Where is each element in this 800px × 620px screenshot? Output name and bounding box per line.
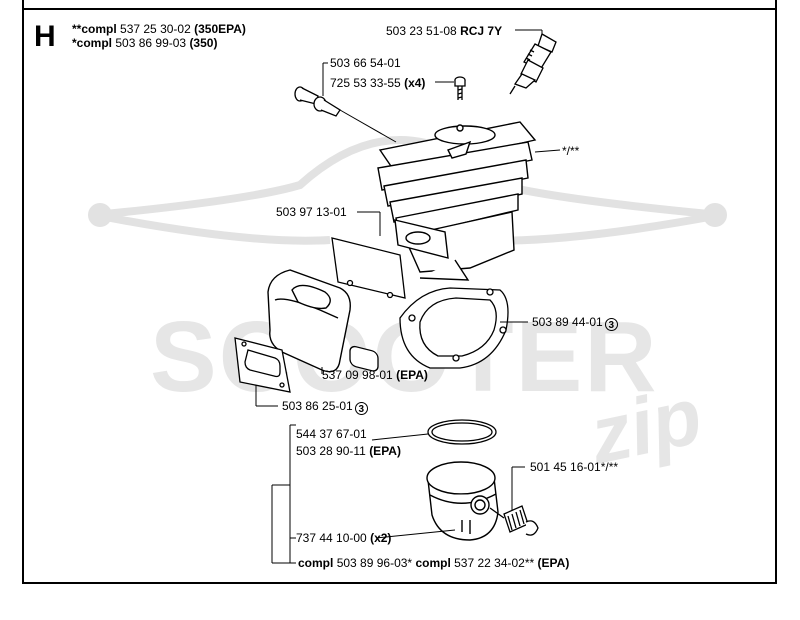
part-number: 503 89 44-01 [532,315,603,329]
inner-gasket-drawing [331,237,406,372]
piston-ring-drawing [427,419,497,445]
label-piston-kit[interactable]: compl 503 89 96-03* compl 537 22 34-02**… [298,556,569,570]
part-number: 503 28 90-11 [296,444,366,458]
part-number: 537 09 98-01 [322,368,393,382]
part-number: 503 66 54-01 [330,56,401,70]
part-number: 737 44 10-00 [296,531,367,545]
part-number: */** [562,144,580,158]
kit-prefix: **compl [72,22,117,36]
kit-prefix: *compl [72,36,113,50]
label-screw[interactable]: 725 53 33-55 (x4) [330,76,425,90]
diagram-frame [22,0,777,584]
quantity-badge: 3 [604,318,618,331]
outer-gasket-drawing [234,337,291,393]
spark-plug-drawing [509,33,557,95]
label-needle-bearing[interactable]: 501 45 16-01*/** [530,460,618,474]
part-number: 503 97 13-01 [276,205,347,219]
kit-suffix: (EPA) [537,556,570,570]
section-kit-line-1: **compl 537 25 30-02 (350EPA) [72,22,246,36]
label-piston-ring-1[interactable]: 544 37 67-01 [296,427,367,441]
exhaust-shield-drawing [267,269,351,373]
quantity-badge: 3 [354,402,368,415]
label-piston-ring-2[interactable]: 503 28 90-11 (EPA) [296,444,401,458]
kit-prefix: compl [298,556,334,570]
kit-prefix: compl [415,556,451,570]
kit-suffix: (350EPA) [194,22,246,36]
piston-drawing [426,461,499,541]
label-exhaust-shield[interactable]: 537 09 98-01 (EPA) [322,368,428,382]
decompression-valve-drawing [294,86,341,117]
part-number: 501 45 16-01*/** [530,460,619,474]
label-inner-gasket[interactable]: 503 97 13-01 [276,205,347,219]
part-suffix: (x2) [370,531,392,545]
part-suffix: (x4) [404,76,426,90]
screw-drawing [454,76,466,100]
section-kit-line-2: *compl 503 86 99-03 (350) [72,36,217,50]
cylinder-drawing [377,121,537,281]
part-suffix: (EPA) [369,444,401,458]
part-number: 503 23 51-08 [386,24,457,38]
part-number: 725 53 33-55 [330,76,401,90]
kit-number: 537 22 34-02** [454,556,535,570]
part-number: 503 86 25-01 [282,399,353,413]
kit-number: 503 86 99-03 [115,36,187,50]
part-number: 544 37 67-01 [296,427,367,441]
needle-bearing-drawing [489,505,539,536]
base-gasket-drawing [399,287,509,369]
label-spark-plug[interactable]: 503 23 51-08 RCJ 7Y [386,24,502,38]
part-suffix: RCJ 7Y [460,24,503,38]
kit-number: 537 25 30-02 [120,22,191,36]
label-decompression-valve[interactable]: 503 66 54-01 [330,56,401,70]
label-circlip[interactable]: 737 44 10-00 (x2) [296,531,391,545]
leader-lines [255,29,561,564]
kit-number: 503 89 96-03* [336,556,413,570]
kit-suffix: (350) [189,36,218,50]
frame-top-rule [22,8,777,10]
section-letter: H [34,20,56,53]
label-cylinder[interactable]: */** [562,144,579,158]
part-suffix: (EPA) [396,368,428,382]
